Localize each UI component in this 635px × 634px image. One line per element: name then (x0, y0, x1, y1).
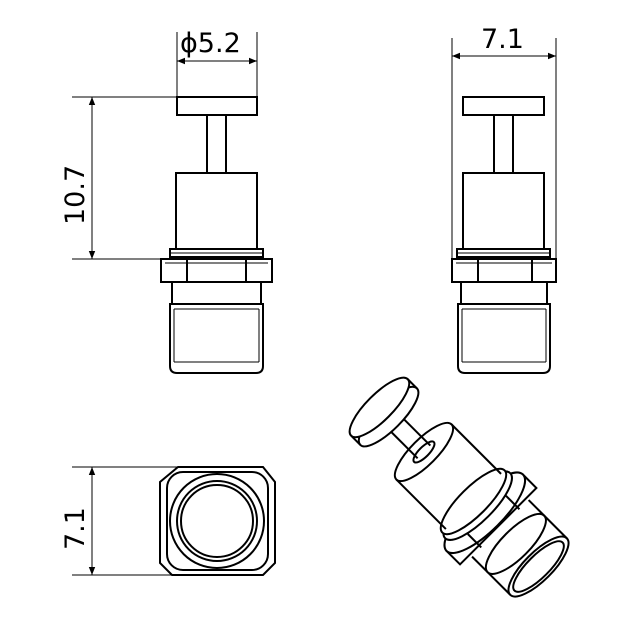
isometric-view (348, 376, 570, 598)
height-label: 10.7 (60, 165, 91, 225)
dimension-diameter: ϕ5.2 (176, 28, 258, 97)
side-width-label: 7.1 (481, 24, 524, 55)
dimension-side-width: 7.1 (451, 24, 557, 259)
front-view (160, 96, 273, 374)
diameter-label: ϕ5.2 (180, 28, 241, 59)
dimension-bottom-width: 7.1 (60, 466, 178, 576)
side-view (451, 96, 557, 374)
bottom-width-label: 7.1 (60, 507, 91, 550)
dimension-height: 10.7 (60, 96, 177, 260)
bottom-view (159, 466, 276, 576)
